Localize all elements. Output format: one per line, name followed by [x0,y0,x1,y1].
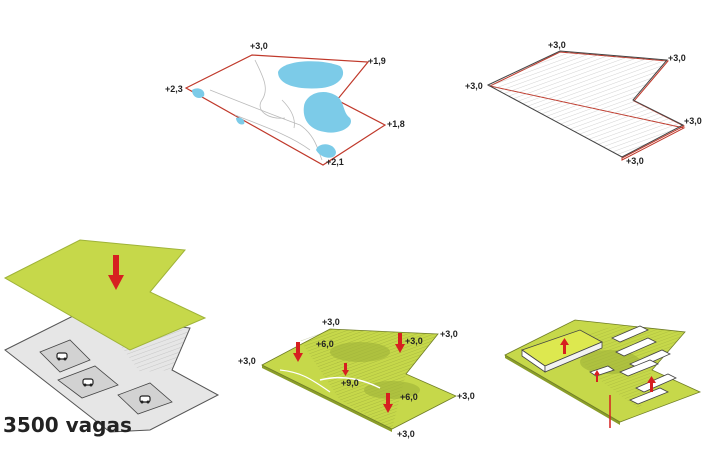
down-arrow-icon [108,255,124,290]
lake [303,92,351,133]
level-label: +3,0 [626,156,644,166]
mound [580,350,640,374]
level-label: +2,3 [165,84,183,94]
path [279,369,331,393]
level-label: +3,0 [548,40,566,50]
level-label: +9,0 [341,378,359,388]
car-icon [82,378,94,387]
mound [364,381,420,399]
level-label: +3,0 [684,116,702,126]
level-label: +6,0 [316,339,334,349]
lake [278,61,344,89]
level-label: +3,0 [397,429,415,439]
terrain-contour [281,99,295,129]
level-label: +3,0 [322,317,340,327]
parking-slab-hatch [120,328,190,372]
building-bars [589,325,677,405]
panel-buildings [504,319,702,428]
up-arrow-icon [647,376,656,392]
down-arrow-icon [395,333,405,353]
level-label: +1,8 [387,119,405,129]
down-arrow-icon [293,342,303,362]
down-arrow-icon [342,363,349,376]
green-roof [3,239,207,351]
level-label: +3,0 [668,53,686,63]
level-label: +3,0 [440,329,458,339]
pond [192,88,205,98]
terrain-contour [234,114,311,151]
building-side [544,341,603,373]
down-arrow-icon [383,393,393,413]
panel-excavation: +3,0 +3,0 +3,0 +3,0 +6,0 +3,0 +9,0 +6,0 … [238,317,475,439]
level-label: +3,0 [465,81,483,91]
level-label: +3,0 [405,336,423,346]
car-icon [56,352,68,361]
panel-parking: 3500 vagas [3,239,220,437]
leveled-slab [486,50,685,158]
path [319,376,381,389]
level-label: +6,0 [400,392,418,402]
up-arrow-icon [594,370,600,382]
mound [330,342,390,362]
terrain-contour [254,59,286,119]
panel-existing-terrain: +3,0 +1,9 +2,3 +1,8 +2,1 [165,41,405,167]
level-label: +3,0 [250,41,268,51]
car-icon [139,395,151,404]
pond [236,117,245,125]
landscape-slab-edge [505,355,620,425]
landscape-slab-edge [262,365,392,432]
level-label: +2,1 [326,157,344,167]
pond [316,144,336,158]
panel-leveled-terrain: +3,0 +3,0 +3,0 +3,0 +3,0 [465,40,702,166]
parking-caption: 3500 vagas [3,413,132,437]
level-label: +1,9 [368,56,386,66]
level-label: +3,0 [457,391,475,401]
level-label: +3,0 [238,356,256,366]
up-arrow-icon [560,338,569,354]
